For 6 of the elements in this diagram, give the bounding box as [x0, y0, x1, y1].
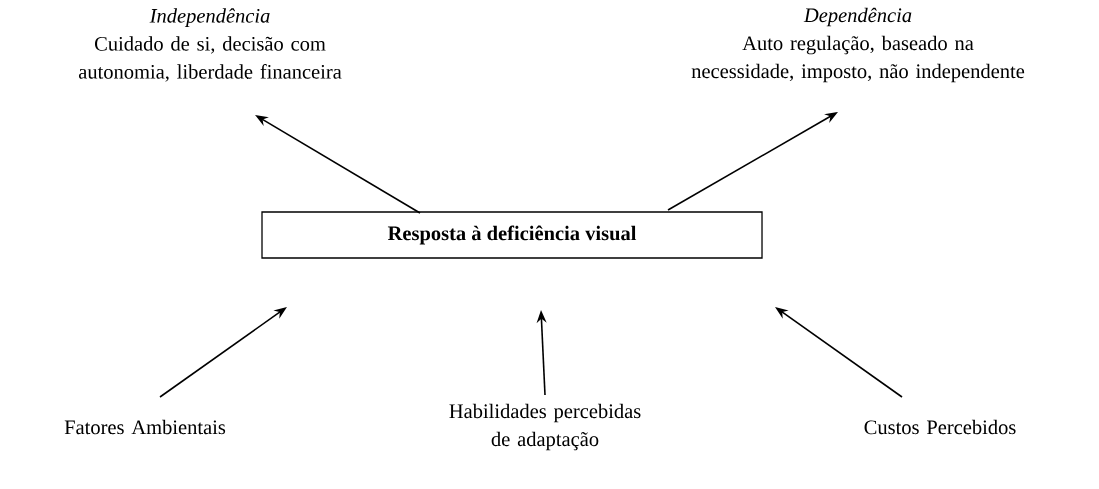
process-box: Resposta à deficiência visual [261, 211, 763, 259]
heading-text: Dependência Auto regulação, baseado na necessidade, imposto, não independente [691, 7, 1025, 83]
heading-text: Independência Cuidado de si, decisão com autonomia, liberdade financeira [78, 8, 342, 82]
factor-text: Habilidades percebidas de adaptação [449, 403, 641, 451]
factor-text: Custos Percebidos [864, 419, 1016, 435]
factor-text: Fatores Ambientais [64, 419, 226, 435]
